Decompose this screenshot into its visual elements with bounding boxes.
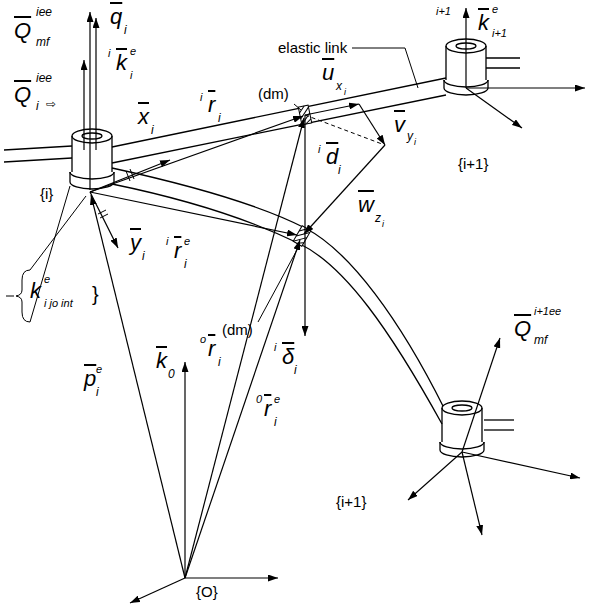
symbol-label: i+1ee — [534, 306, 561, 317]
symbol-label: iee — [36, 72, 52, 84]
symbol-label: i — [274, 416, 277, 428]
symbol-label: i — [151, 124, 154, 136]
symbol-label: i — [124, 24, 127, 36]
symbol-label: y — [407, 130, 413, 142]
symbol-label: i — [382, 220, 384, 229]
symbol-label: i — [200, 92, 202, 103]
vector-symbol: u — [322, 62, 334, 84]
symbol-label: i jo int — [44, 298, 73, 309]
symbol-label: i — [96, 386, 99, 398]
vector-symbol: k — [156, 350, 167, 372]
vector-symbol: r — [264, 398, 271, 420]
symbol-label: ⇨ — [46, 98, 56, 110]
symbol-label: e — [492, 4, 498, 15]
vector-symbol: v — [394, 114, 405, 136]
symbol-label: mf — [36, 36, 49, 48]
symbol-label: i+1 — [436, 6, 451, 17]
vector-symbol: w — [358, 194, 374, 216]
symbol-label: i — [338, 164, 341, 176]
symbol-label: {i} — [40, 186, 53, 201]
vector-symbol: y — [130, 232, 141, 254]
vector-symbol: r — [174, 240, 181, 262]
symbol-label: e — [96, 364, 102, 375]
symbol-label: x — [336, 80, 342, 92]
vector-symbol: r — [208, 94, 215, 116]
vector-symbol: Q — [514, 318, 531, 340]
symbol-label: z — [375, 212, 381, 224]
symbol-label: mf — [534, 334, 547, 346]
symbol-label: (dm) — [222, 322, 253, 337]
vector-symbol: k — [30, 280, 41, 302]
symbol-label: i — [184, 258, 187, 270]
symbol-label: i — [218, 112, 221, 124]
symbol-label: {i+1} — [336, 494, 366, 509]
symbol-label: e — [130, 46, 136, 57]
vector-symbol: } — [92, 284, 99, 304]
vector-symbol: k — [478, 12, 489, 34]
symbol-label: i — [318, 144, 320, 155]
symbol-label: i — [294, 364, 297, 376]
symbol-label: e — [44, 274, 50, 285]
vector-symbol: x — [138, 106, 149, 128]
vector-symbol: Q — [14, 20, 31, 42]
symbol-label: e — [184, 236, 190, 247]
symbol-label: i — [218, 356, 221, 368]
symbol-label: elastic link — [278, 40, 347, 55]
symbol-label: {O} — [196, 584, 218, 599]
symbol-label: i — [344, 88, 346, 97]
symbol-label: i — [130, 70, 132, 81]
symbol-label: 0 — [256, 394, 262, 405]
symbol-label: {i+1} — [458, 156, 488, 171]
vector-symbol: p — [84, 368, 96, 390]
vector-symbol: k — [116, 52, 127, 74]
symbol-label: i — [414, 138, 416, 147]
vector-symbol: q — [110, 6, 122, 28]
symbol-label: e — [274, 394, 280, 405]
vector-symbol: δ — [282, 346, 294, 368]
vector-symbol: r — [208, 338, 215, 360]
symbol-label: (dm) — [258, 86, 289, 101]
symbol-label: i — [36, 100, 39, 112]
vector-symbol: Q — [14, 84, 31, 106]
symbol-label: i — [108, 48, 110, 59]
symbol-label: 0 — [168, 368, 175, 380]
symbol-label: iee — [36, 6, 52, 18]
vector-symbol: d — [326, 146, 338, 168]
symbol-label: i — [142, 250, 145, 262]
symbol-label: i+1 — [492, 28, 507, 39]
symbol-label: o — [200, 334, 206, 345]
symbol-label: i — [274, 342, 276, 353]
symbol-label: i — [166, 236, 168, 247]
